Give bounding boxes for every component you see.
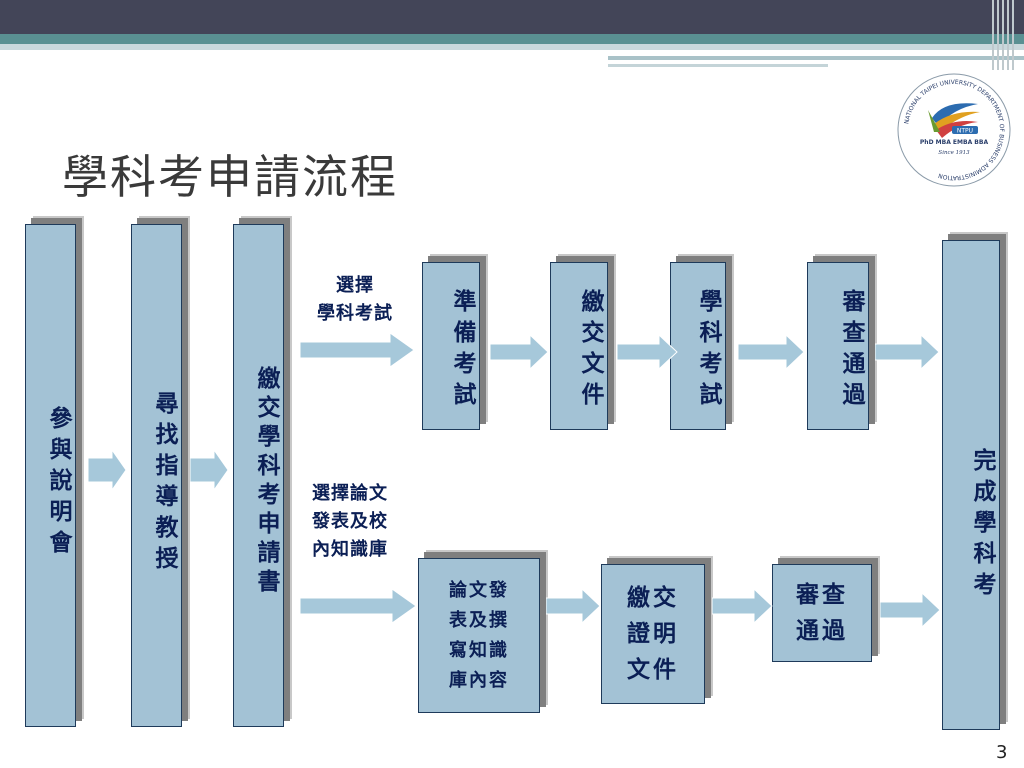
step-find-advisor: 尋找指導教授: [131, 224, 182, 727]
arrow-review-to-complete-lower: [880, 592, 941, 628]
step-prepare-exam: 準備考試: [422, 262, 480, 430]
arrow-exam-to-review: [738, 334, 805, 370]
logo-badge: NTPU: [957, 128, 973, 135]
header-accent-line-short: [608, 64, 828, 67]
step-submit-proof: 繳交 證明 文件: [601, 564, 705, 704]
step-complete-exam: 完成學科考: [942, 240, 1000, 730]
arrow-application-to-exam-path: [300, 332, 415, 368]
step-attend-briefing: 參與說明會: [25, 224, 76, 727]
arrow-application-to-thesis-path: [300, 588, 417, 624]
step-subject-exam: 學科考試: [670, 262, 726, 430]
header-band-light: [0, 44, 1024, 50]
logo-since: Since 1913: [938, 150, 970, 156]
arrow-proof-to-review: [712, 588, 773, 624]
header-stripes: [992, 0, 1016, 70]
arrow-review-to-complete-upper: [875, 334, 940, 370]
header-accent-line: [608, 56, 1024, 60]
step-review-pass-upper: 審查通過: [807, 262, 869, 430]
step-review-pass-lower: 審查 通過: [772, 564, 872, 662]
step-submit-documents: 繳交文件: [550, 262, 608, 430]
arrow-attend-to-advisor: [88, 448, 127, 492]
label-choose-subject-exam: 選擇 學科考試: [317, 275, 393, 324]
arrow-submit-to-exam: [617, 334, 678, 370]
header-bar: [0, 0, 1024, 34]
step-thesis-publication: 論文發 表及撰 寫知識 庫內容: [418, 558, 540, 713]
page-number: 3: [996, 742, 1008, 763]
ntpu-logo: NATIONAL TAIPEI UNIVERSITY DEPARTMENT OF…: [894, 70, 1014, 190]
label-choose-thesis: 選擇論文 發表及校 內知識庫: [312, 483, 388, 560]
step-submit-application: 繳交學科考申請書: [233, 224, 284, 727]
arrow-advisor-to-application: [190, 448, 229, 492]
arrow-prepare-to-submit: [490, 334, 549, 370]
ntpu-logo-icon: NATIONAL TAIPEI UNIVERSITY DEPARTMENT OF…: [897, 73, 1011, 187]
page-title: 學科考申請流程: [62, 150, 398, 204]
header-band: [0, 34, 1024, 44]
logo-programs: PhD MBA EMBA BBA: [920, 139, 989, 146]
arrow-thesis-to-proof: [546, 588, 601, 624]
